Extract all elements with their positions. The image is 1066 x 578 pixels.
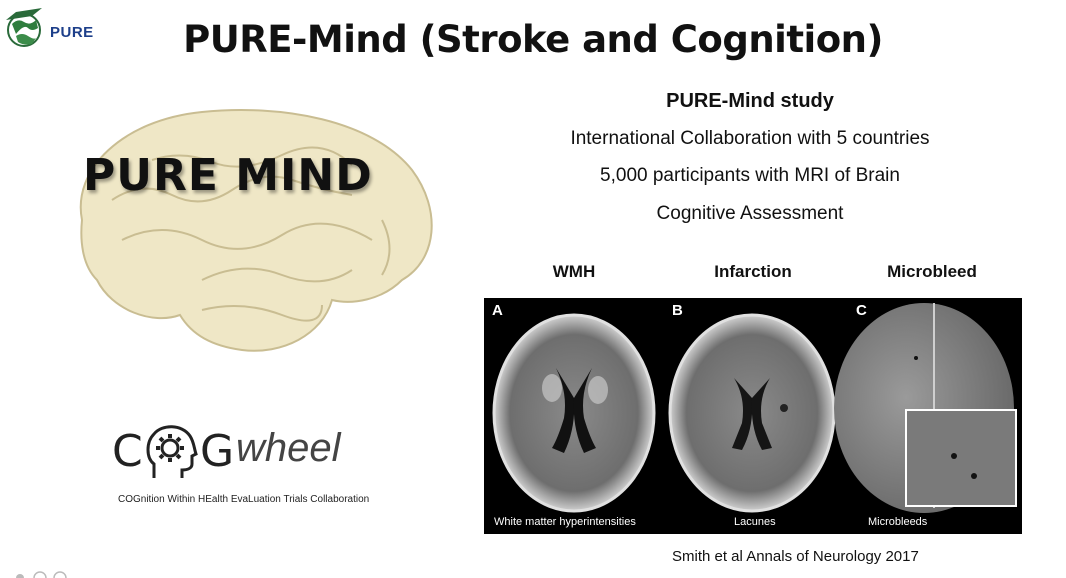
cogwheel-g: G xyxy=(200,426,235,477)
citation: Smith et al Annals of Neurology 2017 xyxy=(672,548,919,565)
page-title: PURE-Mind (Stroke and Cognition) xyxy=(183,18,883,61)
column-heading-wmh: WMH xyxy=(552,262,596,281)
pure-logo: PURE xyxy=(2,6,98,52)
panel-caption-c: Microbleeds xyxy=(868,516,928,528)
study-line-1: International Collaboration with 5 count… xyxy=(570,128,930,149)
globe-icon xyxy=(6,8,42,47)
head-gear-icon xyxy=(146,425,198,478)
logo-text: PURE xyxy=(50,24,94,41)
panel-caption-a: White matter hyperintensities xyxy=(494,516,636,528)
study-line-3: Cognitive Assessment xyxy=(656,203,844,224)
cogwheel-subtitle: COGnition Within HEalth EvaLuation Trial… xyxy=(118,494,370,505)
panel-caption-b: Lacunes xyxy=(734,516,776,528)
study-line-2: 5,000 participants with MRI of Brain xyxy=(600,165,900,186)
column-heading-infarction: Infarction xyxy=(714,262,792,281)
mri-image-panel xyxy=(484,298,1022,534)
panel-letter-c: C xyxy=(856,302,867,319)
brain-illustration xyxy=(79,109,433,352)
panel-letter-a: A xyxy=(492,302,503,319)
column-heading-microbleed: Microbleed xyxy=(887,262,977,281)
mri-scans xyxy=(492,303,1017,513)
cogwheel-wheel: wheel xyxy=(236,426,341,470)
brain-label: PURE MIND xyxy=(83,150,373,201)
panel-letter-b: B xyxy=(672,302,683,319)
study-heading: PURE-Mind study xyxy=(666,90,834,112)
slide-nav-controls[interactable] xyxy=(16,570,76,578)
cogwheel-c: C xyxy=(112,426,143,477)
